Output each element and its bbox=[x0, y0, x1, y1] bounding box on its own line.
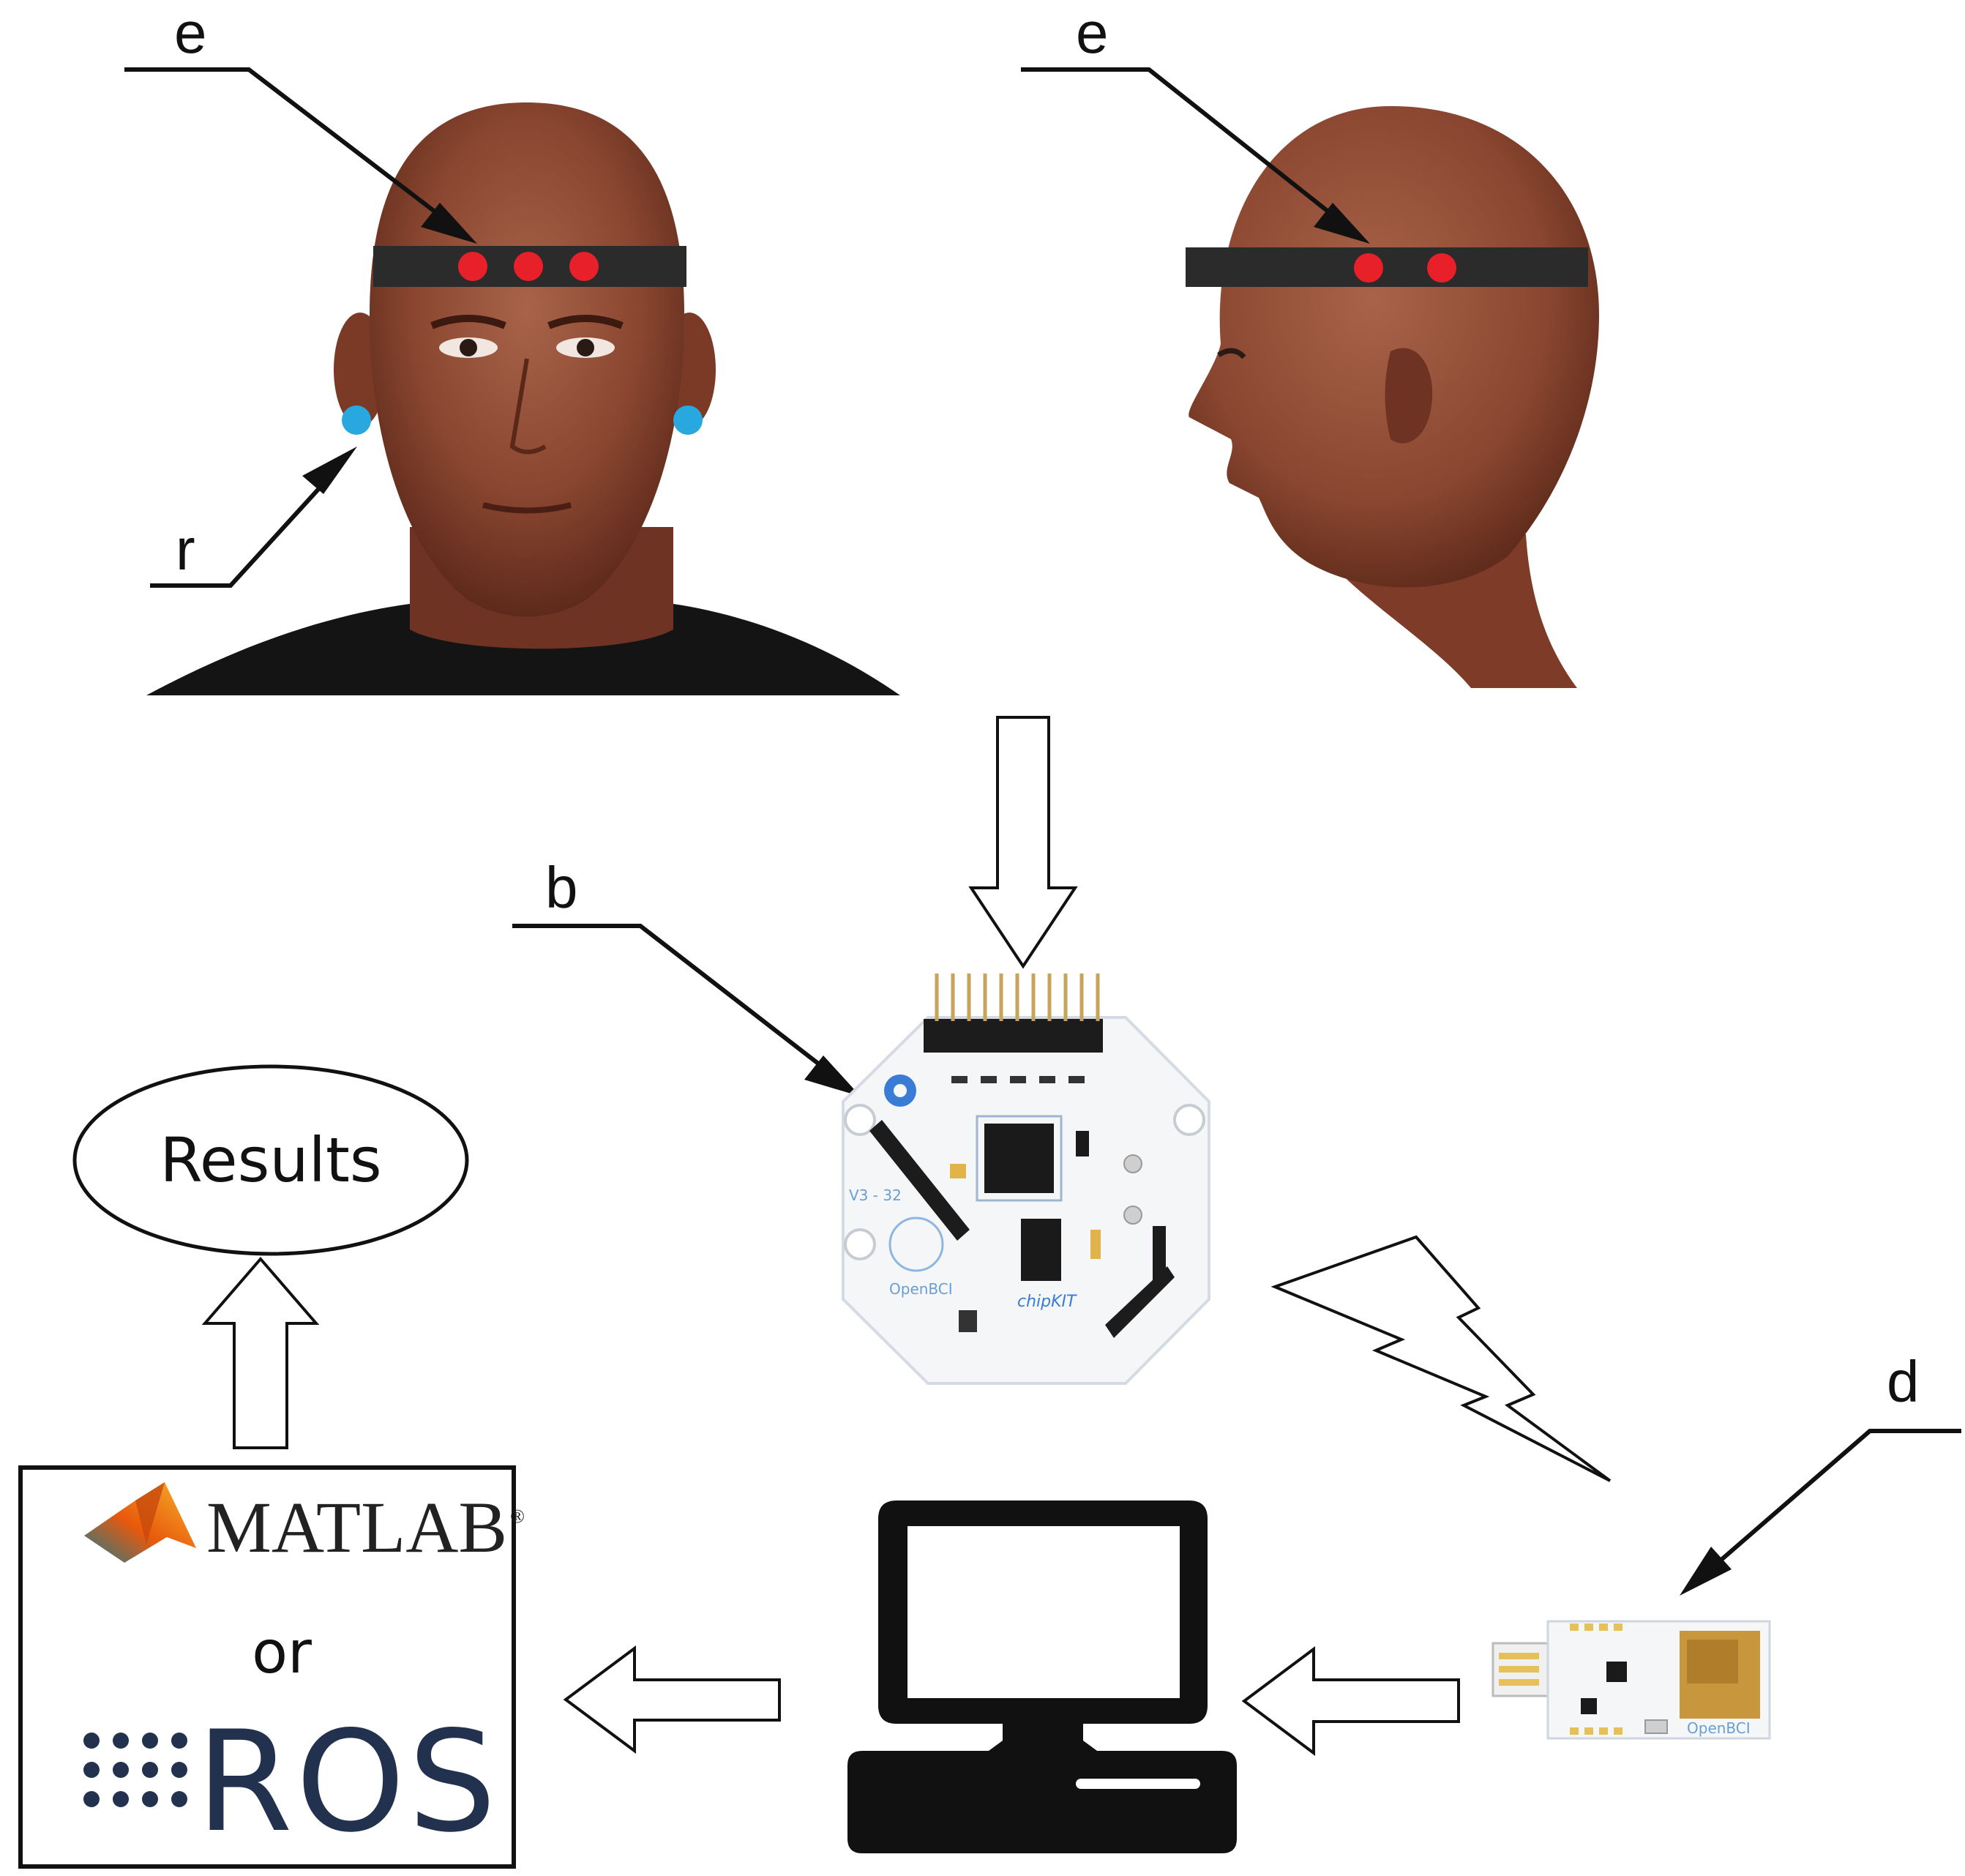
openbci-board: OpenBCI chipKIT V3 - 32 bbox=[842, 973, 1210, 1385]
results-ellipse bbox=[72, 1064, 469, 1256]
side-head bbox=[1189, 106, 1599, 588]
leader-d bbox=[1704, 1429, 1961, 1576]
ros-label: ROS bbox=[196, 1701, 499, 1863]
board-brand-openbci: OpenBCI bbox=[889, 1280, 953, 1298]
computer-monitor bbox=[878, 1501, 1208, 1724]
arrowhead-b bbox=[804, 1055, 861, 1096]
leader-b bbox=[512, 924, 836, 1078]
arrowhead-e-front bbox=[421, 203, 477, 244]
arrow-software-to-results bbox=[201, 1256, 320, 1449]
matlab-label: MATLAB® bbox=[206, 1487, 525, 1568]
computer-icon bbox=[847, 1501, 1237, 1853]
leader-e-front bbox=[124, 67, 452, 225]
leader-lines bbox=[124, 67, 1961, 1576]
front-eyes bbox=[430, 315, 624, 358]
leader-r bbox=[150, 459, 346, 588]
board-microcontroller-chip bbox=[984, 1124, 1054, 1193]
side-electrode-1 bbox=[1354, 253, 1383, 283]
board-version: V3 - 32 bbox=[849, 1186, 902, 1204]
results-label: Results bbox=[160, 1124, 381, 1196]
front-shirt bbox=[146, 604, 900, 695]
side-eye bbox=[1217, 348, 1246, 359]
openbci-usb-dongle: OpenBCI bbox=[1491, 1620, 1771, 1740]
label-e-side: e bbox=[1076, 0, 1109, 65]
board-brand-chipkit: chipKIT bbox=[1017, 1293, 1077, 1311]
dongle-brand-openbci: OpenBCI bbox=[1687, 1719, 1751, 1737]
computer-stand bbox=[981, 1724, 1105, 1757]
side-electrode-2 bbox=[1427, 253, 1456, 283]
right-ear-reference-electrode bbox=[673, 406, 703, 435]
board-adc-chip bbox=[1021, 1219, 1061, 1281]
arrowhead-d bbox=[1680, 1547, 1732, 1596]
leader-arrowheads bbox=[302, 203, 1732, 1596]
arrow-head-to-board bbox=[968, 716, 1078, 969]
computer-drive-slot bbox=[1076, 1779, 1200, 1789]
ros-dots-icon bbox=[83, 1733, 187, 1807]
arrowhead-r bbox=[302, 446, 357, 494]
label-r: r bbox=[176, 517, 195, 582]
front-nose bbox=[509, 358, 547, 455]
matlab-logo-icon bbox=[84, 1482, 196, 1563]
label-b: b bbox=[545, 855, 578, 920]
side-ear bbox=[1385, 348, 1433, 444]
label-d: d bbox=[1887, 1349, 1920, 1414]
front-electrode-2 bbox=[514, 252, 543, 281]
arrowhead-e-side bbox=[1314, 203, 1370, 244]
or-label: or bbox=[252, 1618, 312, 1686]
side-headband bbox=[1186, 247, 1588, 287]
front-electrode-1 bbox=[458, 252, 487, 281]
leader-e-side bbox=[1021, 67, 1344, 225]
label-e-front: e bbox=[174, 0, 207, 65]
front-mouth bbox=[482, 502, 572, 514]
openbci-brain-icon bbox=[888, 1217, 944, 1272]
flow-arrows bbox=[201, 716, 1612, 1756]
left-ear-reference-electrode bbox=[342, 406, 371, 435]
wireless-lightning-icon bbox=[1270, 1235, 1612, 1482]
side-head-figure bbox=[1186, 106, 1599, 688]
front-head-figure bbox=[146, 102, 900, 695]
arrow-dongle-to-computer bbox=[1241, 1646, 1460, 1756]
computer-base bbox=[847, 1751, 1237, 1853]
board-header-pins bbox=[924, 973, 1103, 1053]
front-electrode-3 bbox=[569, 252, 599, 281]
arrow-computer-to-software bbox=[563, 1645, 781, 1754]
